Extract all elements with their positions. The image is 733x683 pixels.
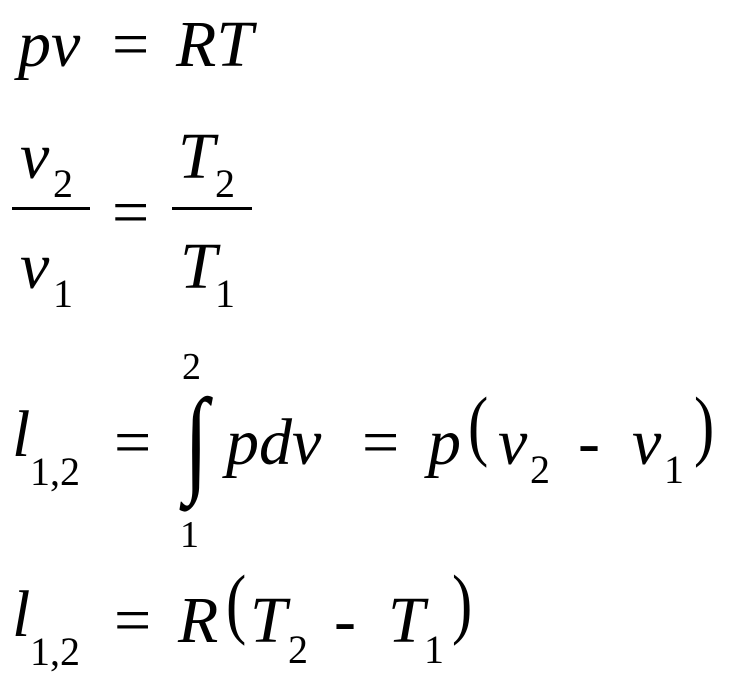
eq2-denominator-right-sub: 1 <box>215 271 235 316</box>
eq3-pressure-factor: p <box>428 406 461 479</box>
eq4-close-parenthesis: ) <box>452 559 473 646</box>
eq2-equals-sign: = <box>112 176 150 249</box>
eq1-rhs: RT <box>176 8 254 81</box>
equation-ideal-gas-law: pv = RT <box>0 0 733 90</box>
eq3-lhs-var: l <box>12 398 31 471</box>
eq3-close-parenthesis: ) <box>694 381 715 468</box>
eq2-numerator-right-var: T <box>178 120 215 193</box>
eq2-left-fraction-bar <box>12 207 90 210</box>
eq3-open-parenthesis: ( <box>468 381 489 468</box>
eq4-gas-constant: R <box>178 584 219 657</box>
eq3-v2-sub: 2 <box>530 447 550 492</box>
eq2-numerator-left-var: v <box>20 120 50 193</box>
equation-work-gas-constant: l 1,2 = R ( T 2 - T 1 ) <box>0 560 733 683</box>
eq4-equals-sign: = <box>114 584 152 657</box>
eq3-v2-var: v <box>498 406 528 479</box>
eq4-lhs-sub: 1,2 <box>30 629 80 674</box>
equation-volume-temperature-ratio: v 2 v 1 = T 2 T 1 <box>0 110 733 320</box>
eq2-numerator-right-sub: 2 <box>215 161 235 206</box>
eq3-equals-sign-2: = <box>362 406 400 479</box>
eq2-denominator-left-var: v <box>20 230 50 303</box>
eq3-integral-sign: ∫ <box>184 375 209 506</box>
eq1-equals-sign: = <box>112 8 150 81</box>
eq3-equals-sign: = <box>114 406 152 479</box>
eq4-lhs-var: l <box>12 578 31 651</box>
eq2-numerator-left-sub: 2 <box>53 161 73 206</box>
eq2-denominator-right-var: T <box>180 230 217 303</box>
eq4-open-parenthesis: ( <box>226 559 247 646</box>
eq2-right-fraction-bar <box>172 207 252 210</box>
eq4-minus-sign: - <box>334 584 356 657</box>
eq3-integral-lower-limit: 1 <box>180 514 199 556</box>
eq3-lhs-sub: 1,2 <box>30 449 80 494</box>
eq2-denominator-left-sub: 1 <box>53 271 73 316</box>
eq3-v1-var: v <box>632 406 662 479</box>
eq3-minus-sign: - <box>578 406 600 479</box>
eq3-integrand: pdv <box>226 406 322 479</box>
eq4-T1-sub: 1 <box>424 627 444 672</box>
eq4-T2-sub: 2 <box>288 627 308 672</box>
eq3-integral-upper-limit: 2 <box>182 346 201 388</box>
equation-work-integral: l 1,2 = 2 ∫ 1 pdv = p ( v 2 - v 1 ) <box>0 340 733 560</box>
eq1-lhs: pv <box>18 8 81 81</box>
eq3-v1-sub: 1 <box>664 447 684 492</box>
eq4-T1-var: T <box>388 584 425 657</box>
eq4-T2-var: T <box>250 584 287 657</box>
